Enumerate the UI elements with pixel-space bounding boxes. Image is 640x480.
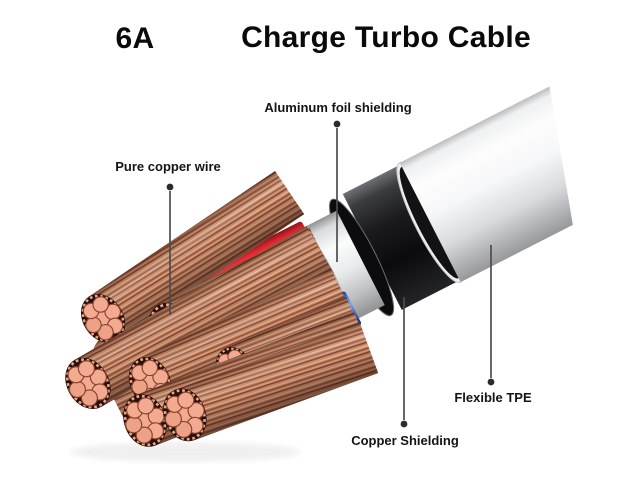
copper-bundle-1 [70,171,305,353]
shadow [70,442,300,462]
copper-bundle-4 [119,268,354,416]
callout-dot-flexible-tpe [487,378,495,386]
amperage-badge: 6A [115,22,155,55]
label-aluminum-foil-shielding: Aluminum foil shielding [264,100,412,115]
copper-bundle-7 [154,322,379,449]
label-copper-shielding: Copper Shielding [351,433,459,448]
label-pure-copper-wire: Pure copper wire [115,159,221,174]
callout-dot-aluminum-foil [333,120,341,128]
label-flexible-tpe: Flexible TPE [454,390,532,405]
page-title: Charge Turbo Cable [241,21,531,54]
callout-dot-pure-copper [166,183,174,191]
callout-lines [169,128,492,420]
callout-dots [166,120,495,428]
callout-dot-copper-shielding [400,420,408,428]
tpe-jacket-layer [396,86,573,284]
copper-shield-layer [342,165,458,310]
